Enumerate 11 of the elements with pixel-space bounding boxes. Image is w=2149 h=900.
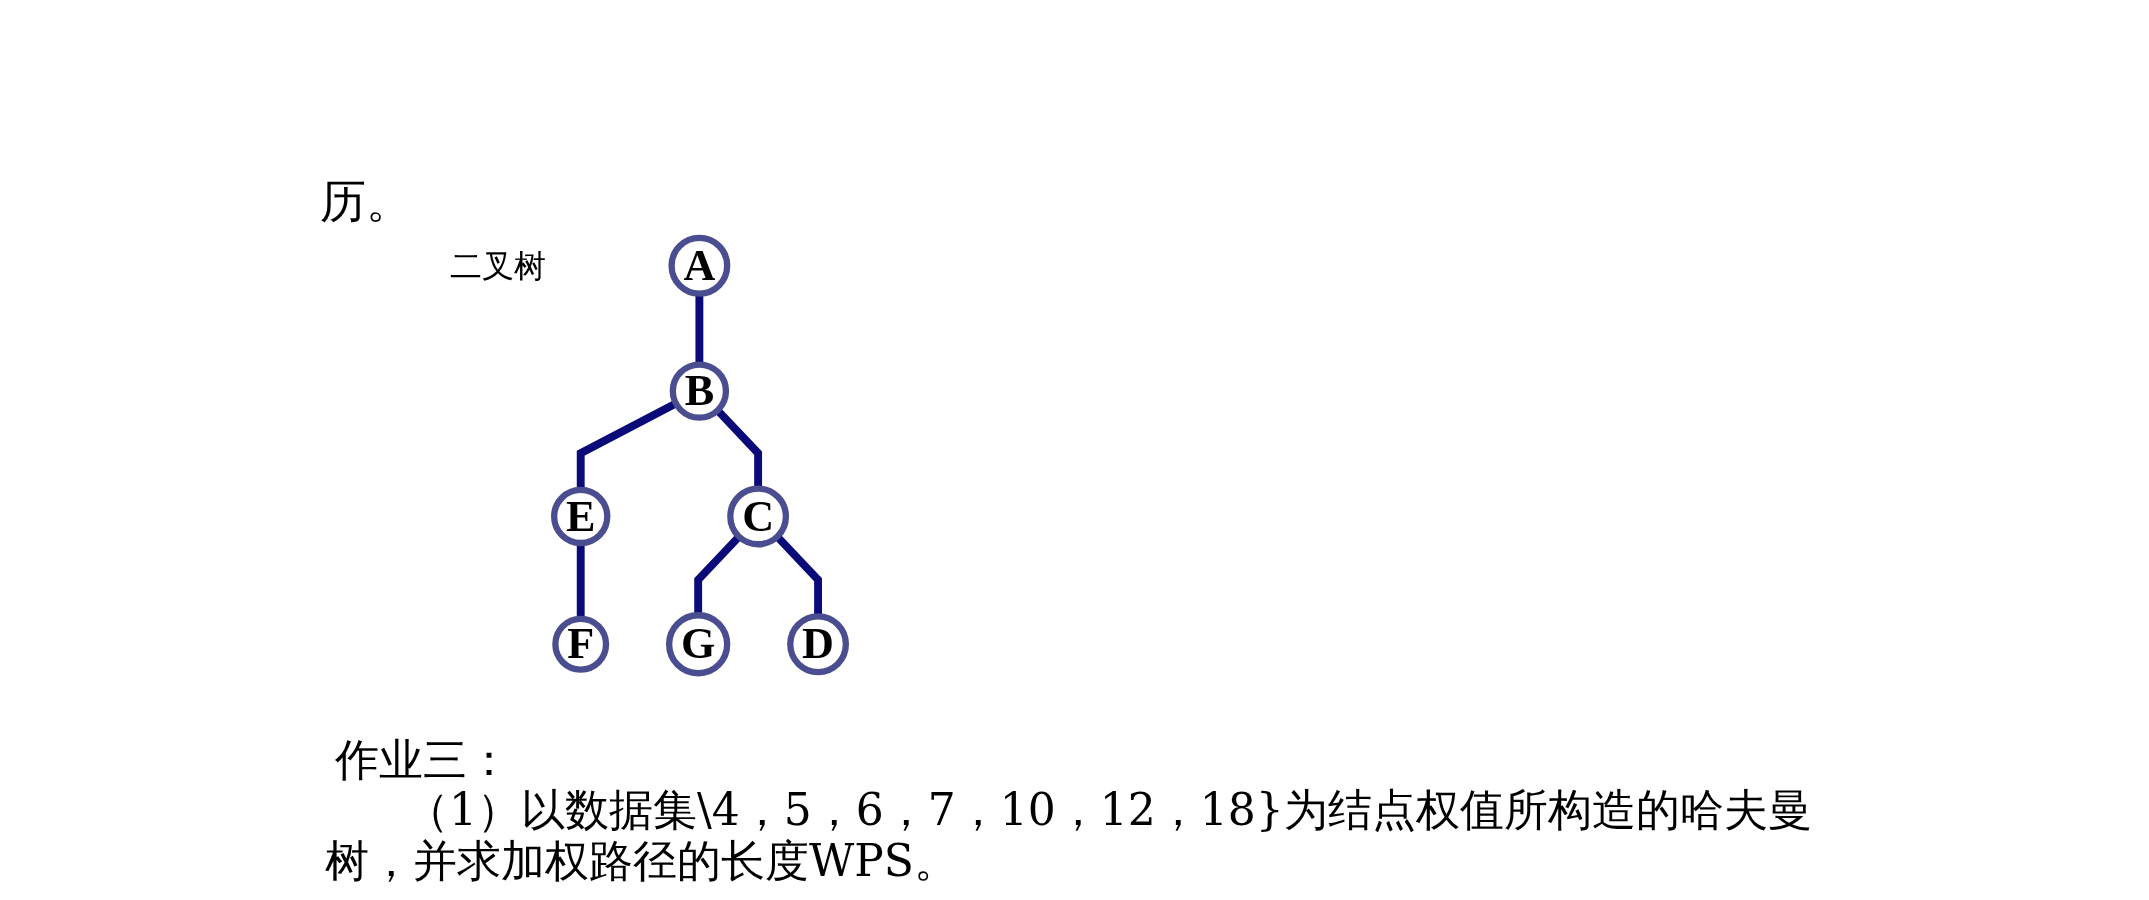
tree-node-circle: G [666,612,731,677]
tree-node-circle: E [551,486,611,547]
tree-node-circle: F [552,615,610,673]
exercise-question: （1）以数据集\4，5，6，7，10，12，18}为结点权值所构造的哈夫曼树，并求加权路径的长度WPS。 [325,785,1813,887]
tree-caption: 二叉树 [450,248,546,285]
tree-node-circle: C [727,485,790,548]
tree-node-circle: D [787,613,849,676]
tree-node-circle: B [669,361,730,421]
exercise-heading: 作业三： [335,735,511,786]
text-fragment: 历。 [320,175,412,228]
tree-node-circle: A [668,234,731,297]
